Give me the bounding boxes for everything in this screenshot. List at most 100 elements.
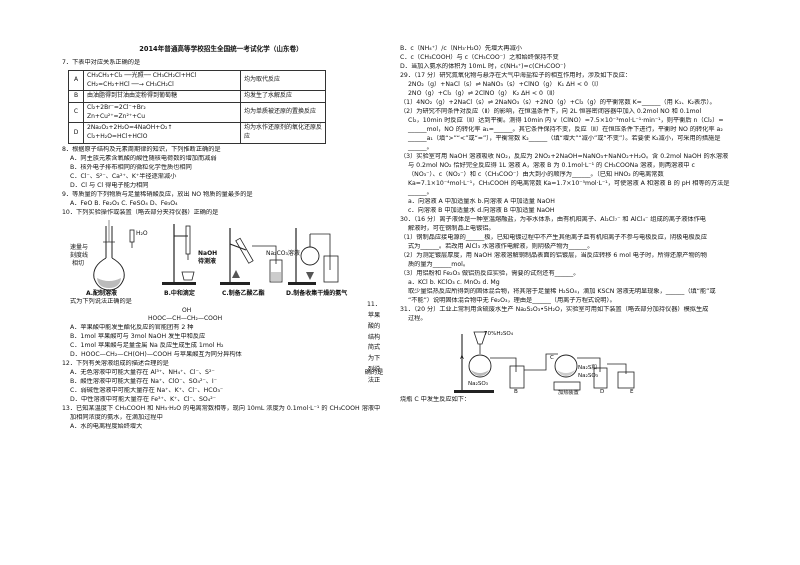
q29-line: ______a₁（填“>”“<”或“=”），平衡常数 K₂______（填“增大… xyxy=(408,134,721,142)
dropping-funnel-icon xyxy=(454,331,494,393)
q8-option-c: C．Cl⁻、S²⁻、Ca²⁺、K⁺半径逐渐减小 xyxy=(70,172,177,180)
q29-line: 29．（17 分）研究氮氧化物与悬浮在大气中海盐粒子的相互作用时，涉及如下反应： xyxy=(400,71,632,79)
q31-line: 31．（20 分）工业上常利用含硫废水生产 Na₂S₂O₃•5H₂O，实验室可用… xyxy=(400,305,709,313)
q11-option-d: D．HOOC—CH₂—CH(OH)—COOH 与苹果酸互为同分异构体 xyxy=(70,350,242,358)
row-label: D xyxy=(68,122,84,144)
na2s-label: Na₂S和 xyxy=(578,364,597,371)
q31-line: 过程。 xyxy=(408,314,427,322)
q30-option: a．KCl b. KClO₃ c. MnO₂ d. Mg xyxy=(408,278,500,286)
q12-stem: 12．下列有关溶液组成的描述合理的是 xyxy=(62,359,169,367)
label-a: A xyxy=(460,354,464,361)
q13-line-2: 加相同浓度的氨水，在滴加过程中 xyxy=(70,413,163,421)
flask-c-icon xyxy=(553,354,581,390)
q30-line: 取少量铝热反应所得到的固体混合物，将其溶于足量稀 H₂SO₄，滴加 KSCN 溶… xyxy=(408,287,716,295)
q9-stem: 9．等质量的下列物质与足量稀硝酸反应，放出 NO 物质的量最多的是 xyxy=(62,190,253,198)
flask-label-mid1: 刻度线 xyxy=(70,251,89,259)
row-label: A xyxy=(68,69,84,92)
row-result: 均为单质被还原的置换反应 xyxy=(240,102,326,124)
na2co3-label: Na₂CO₃溶液 xyxy=(266,249,300,257)
q11-side-text: 11．苹果酸的结构简式为下列说法正 xyxy=(366,301,382,384)
ammonia-apparatus-icon xyxy=(288,227,339,285)
label-c: C xyxy=(550,354,554,361)
q8-stem: 8．根据原子结构及元素周期律的知识，下列推断正确的是 xyxy=(62,145,221,153)
equation: CH₂=CH₂+HCl ──→ CH₃CH₂Cl xyxy=(87,80,174,88)
q29-line: （NO₃⁻）、c（NO₂⁻）和 c（CH₃COO⁻）由大到小的顺序为______… xyxy=(408,170,664,178)
label-d: D xyxy=(600,388,605,395)
q12-option-b: B．酸性溶液中可能大量存在 Na⁺、ClO⁻、SO₄²⁻、I⁻ xyxy=(70,377,218,385)
q29-option: c．向溶液 B 中加适量水 d.向溶液 B 中加适量 NaOH xyxy=(408,206,555,214)
row-result: 均为取代反应 xyxy=(240,69,326,92)
equation: Cl₂+2Br⁻=2Cl⁻+Br₂ xyxy=(87,104,146,112)
bottle-d-icon xyxy=(593,367,608,388)
label-b: B xyxy=(514,388,518,395)
q29-line: （1）4NO₂（g）+2NaCl（s）⇌ 2NaNO₃（s）+2NO（g）+Cl… xyxy=(400,98,716,106)
equation: 2Na₂O₂+2H₂O=4NaOH+O₂↑ xyxy=(87,124,173,132)
q13-line-3: A．水的电离程度始终增大 xyxy=(70,422,143,430)
flask-label-top: 速量与 xyxy=(70,243,89,251)
q10-stem: 10．下列实验操作或装置（略去部分夹持仪器）正确的是 xyxy=(62,208,219,216)
q12-option-a: A．无色溶液中可能大量存在 Al³⁺、NH₄⁺、Cl⁻、S²⁻ xyxy=(70,368,215,376)
table-row: B 由油脂得到甘油由淀粉得到葡萄糖 均发生了水解反应 xyxy=(68,90,326,104)
q30-line: “不能”）说明固体混合物中无 Fe₂O₃，理由是______（用离子方程式说明）… xyxy=(408,296,616,304)
q13-option-c: C．c（CH₃COOH）与 c（CH₃COO⁻）之和始终保持不变 xyxy=(400,53,559,61)
row-result: 均为水作还原剂的氧化还原反应 xyxy=(240,122,326,144)
q13-line-1: 13．已知某温度下 CH₃COOH 和 NH₃·H₂O 的电离常数相等，现向 1… xyxy=(62,404,380,412)
q30-line: 式为______。若改用 AlCl₃ 水溶液作电解液，则阴极产物为______。 xyxy=(408,242,594,250)
q31-apparatus-figure: 70%H₂SO₄ A Na₂SO₃ B C Na₂S和 Na₂SO₃ 加热装置 … xyxy=(400,328,745,396)
table-row: A CH₃CH₃+Cl₂ ──光照── CH₃CH₂Cl+HCl CH₂=CH₂… xyxy=(68,69,326,92)
q29-line: （3）实验室可用 NaOH 溶液吸收 NO₂，反应为 2NO₂+2NaOH=Na… xyxy=(400,152,729,160)
row-equations: 2Na₂O₂+2H₂O=4NaOH+O₂↑ Cl₂+H₂O=HCl+HClO xyxy=(83,122,241,144)
q29-line: 2NO（g）+Cl₂（g）⇌ 2ClNO（g） K₂ ∆H < 0（Ⅱ） xyxy=(408,89,559,97)
label-e: E xyxy=(630,388,634,395)
q9-options: A．FeO B. Fe₂O₃ C. FeSO₄ D、Fe₃O₄ xyxy=(70,199,178,207)
q11-option-b: B．1mol 苹果酸可与 3mol NaOH 发生中和反应 xyxy=(70,333,206,341)
bottle-b-icon xyxy=(509,365,525,388)
row-label: C xyxy=(68,102,84,124)
row-result: 均发生了水解反应 xyxy=(240,90,326,104)
test-tube-heating-icon xyxy=(220,227,283,285)
caption-d: D.制备收集干燥的氨气 xyxy=(286,289,348,297)
q31-apparatus-drawing xyxy=(454,331,635,393)
q11-structure: HOOC—CH—CH₂—COOH xyxy=(148,315,223,323)
q8-option-b: B．核外电子排布相同的微粒化学性质也相同 xyxy=(70,163,192,171)
q13-option-d: D．当加入氨水的体积为 10mL 时，c(NH₄⁺)=c(CH₃COO⁻) xyxy=(400,62,566,70)
right-column: B．c（NH₄⁺）/c（NH₃·H₂O）先增大再减小 C．c（CH₃COOH）与… xyxy=(400,45,745,405)
q29-line: ______mol，NO 的转化率 a₁=______。其它条件保持不变，反应（… xyxy=(408,125,723,133)
q11-structure-sub: OH xyxy=(182,306,192,314)
q29-line: Cl₂，10min 时反应（Ⅱ）达到平衡。测得 10min 内 v（ClNO）=… xyxy=(408,116,724,124)
table-row: C Cl₂+2Br⁻=2Cl⁻+Br₂ Zn+Cu²⁺=Zn²⁺+Cu 均为单质… xyxy=(68,102,326,124)
flask-label-mid2: 相切 xyxy=(72,259,85,267)
row-equations: CH₃CH₃+Cl₂ ──光照── CH₃CH₂Cl+HCl CH₂=CH₂+H… xyxy=(83,69,241,92)
caption-a: A.配制溶液 xyxy=(86,289,118,297)
heater-label: 加热装置 xyxy=(558,389,579,396)
q10-apparatus-figure: 速量与 刻度线 相切 H₂O A.配制溶液 NaOH 待测液 B.中和滴定 Na… xyxy=(62,219,380,298)
q7-stem: 7．下表中对应关系正确的是 xyxy=(62,59,141,66)
left-column: 7．下表中对应关系正确的是 A CH₃CH₃+Cl₂ ──光照── CH₃CH₂… xyxy=(62,59,380,432)
caption-c: C.制备乙酸乙酯 xyxy=(222,289,265,297)
burette-icon xyxy=(162,223,196,285)
row-equations: 由油脂得到甘油由淀粉得到葡萄糖 xyxy=(83,90,241,104)
equation: Zn+Cu²⁺=Zn²⁺+Cu xyxy=(87,112,146,120)
table-row: D 2Na₂O₂+2H₂O=4NaOH+O₂↑ Cl₂+H₂O=HCl+HClO… xyxy=(68,122,326,144)
q7-table: A CH₃CH₃+Cl₂ ──光照── CH₃CH₂Cl+HCl CH₂=CH₂… xyxy=(68,69,326,144)
q31-tail: 烧瓶 C 中发生反应如下： xyxy=(400,395,471,403)
page-title: 2014年普通高等学校招生全国统一考试化学（山东卷） xyxy=(139,45,303,53)
q29-line: 2NO₂（g）+NaCl（s）⇌ NaNO₃（s）+ClNO（g） K₁ ∆H … xyxy=(408,80,603,88)
na2so3-label: Na₂SO₃ xyxy=(468,380,489,387)
q29-line: ______。 xyxy=(408,143,433,151)
q29-line: 与 0.2mol NO₂ 恰好完全反应得 1L 溶液 A，溶液 B 为 0.1m… xyxy=(408,161,695,169)
naoh-label-2: 待测液 xyxy=(198,257,217,265)
q29-line: ______。 xyxy=(408,188,433,196)
q8-option-a: A．同主族元素含氧酸的酸性随核电荷数的增加而减弱 xyxy=(70,154,217,162)
q29-line: （2）为研究不同条件对反应（Ⅱ）的影响，在恒温条件下，向 2L 恒容密闭容器中加… xyxy=(400,107,702,115)
q11-option-c: C．1mol 苹果酸与足量金属 Na 反应生成生成 1mol H₂ xyxy=(70,342,224,349)
apparatus-drawing xyxy=(93,219,339,291)
q8-option-d: D．Cl 与 Cl 得电子能力相同 xyxy=(70,181,149,189)
q30-line: 解液时，可在钢制品上电镀铝。 xyxy=(408,224,495,232)
q30-line: （1）钢制品应接电源的______极，已知电镀过程中不产生其他离子且有机阳离子不… xyxy=(400,233,708,241)
q30-line: 30．（16 分）离子液体是一种室温熔融盐，为非水体系，由有机阳离子、Al₂Cl… xyxy=(400,215,706,223)
q11-side-tail: 确的是 xyxy=(364,369,384,376)
q11-block: 式为下列说法正确的是 OH HOOC—CH—CH₂—COOH A．苹果酸中能发生… xyxy=(62,298,380,360)
q12-option-d: D．中性溶液中可能大量存在 Fe³⁺、K⁺、Cl⁻、SO₄²⁻ xyxy=(70,395,216,403)
